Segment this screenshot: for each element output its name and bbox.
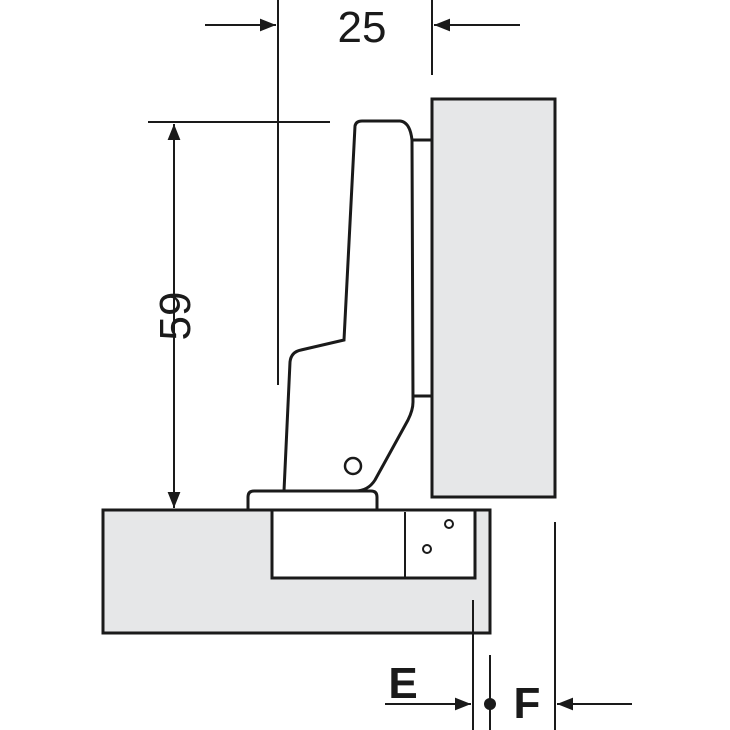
side-panel — [430, 97, 557, 499]
dimE-label: E — [388, 659, 417, 708]
hinge-pivot — [343, 456, 363, 476]
hinge-cup — [270, 508, 477, 580]
hinge-arm — [282, 119, 415, 493]
dim25-label: 25 — [338, 3, 387, 52]
reference-point — [484, 698, 496, 710]
dim59-label: 59 — [151, 292, 200, 341]
dimF-label: F — [514, 679, 541, 728]
cup-screw-hole-1 — [444, 519, 454, 529]
hinge-base-plate — [246, 489, 379, 512]
cup-screw-hole-2 — [422, 544, 432, 554]
